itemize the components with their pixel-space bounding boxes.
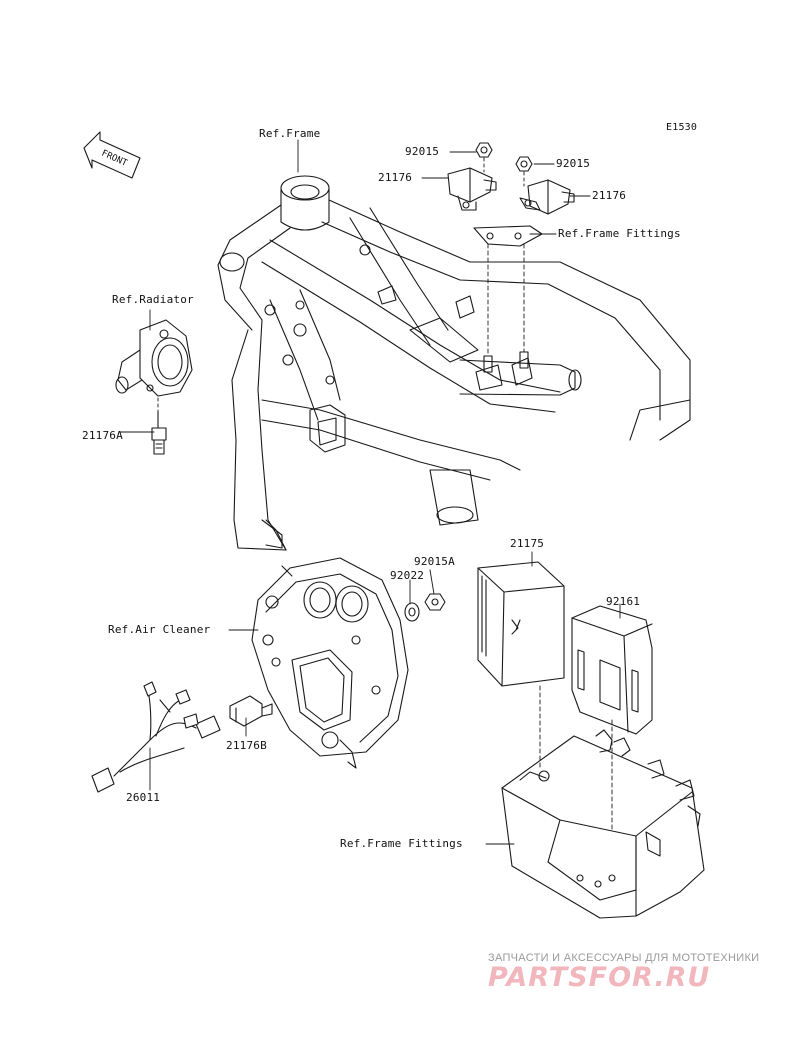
label-92022: 92022 [390, 569, 425, 582]
label-ref-frame-fittings-bottom: Ref.Frame Fittings [340, 837, 463, 850]
label-21176-left: 21176 [378, 171, 413, 184]
nut-92015a-drawing [424, 593, 446, 611]
label-ref-frame-fittings-top: Ref.Frame Fittings [558, 227, 681, 240]
battery-tray-drawing [501, 729, 705, 919]
label-21176a: 21176A [82, 429, 123, 442]
air-cleaner-housing-drawing [251, 557, 409, 769]
label-21176b: 21176B [226, 739, 267, 752]
label-21176-right: 21176 [592, 189, 627, 202]
label-92015a: 92015A [414, 555, 455, 568]
leader-lines [119, 139, 621, 845]
label-92015-right: 92015 [556, 157, 591, 170]
diagram-code: E1530 [666, 122, 698, 133]
label-21175: 21175 [510, 537, 545, 550]
ecu-21175-drawing [477, 561, 565, 687]
nut-92015-right-drawing [515, 156, 533, 172]
wiring-harness-26011-drawing [91, 681, 221, 793]
sensor-bracket-drawing [473, 225, 543, 247]
sensor-21176-left-drawing [447, 167, 497, 211]
sensor-21176b-drawing [229, 695, 273, 727]
nut-92015-left-drawing [475, 142, 493, 158]
watermark-tagline: ЗАПЧАСТИ И АКСЕССУАРЫ ДЛЯ МОТОТЕХНИКИ [488, 952, 760, 964]
cover-92161-drawing [571, 605, 653, 735]
label-26011: 26011 [126, 791, 161, 804]
temp-sensor-21176a-drawing [151, 411, 167, 455]
label-ref-frame: Ref.Frame [259, 127, 321, 140]
label-ref-air-cleaner: Ref.Air Cleaner [108, 623, 211, 636]
sensor-21176-right-drawing [519, 179, 575, 215]
frame-drawing [217, 175, 691, 551]
radiator-thermostat-drawing [115, 319, 193, 397]
label-92015-left: 92015 [405, 145, 440, 158]
washer-92022-drawing [404, 602, 420, 622]
front-arrow-icon: FRONT [83, 131, 141, 179]
watermark-logo: PARTSFOR.RU [488, 962, 711, 993]
label-92161: 92161 [606, 595, 641, 608]
label-ref-radiator: Ref.Radiator [112, 293, 194, 306]
